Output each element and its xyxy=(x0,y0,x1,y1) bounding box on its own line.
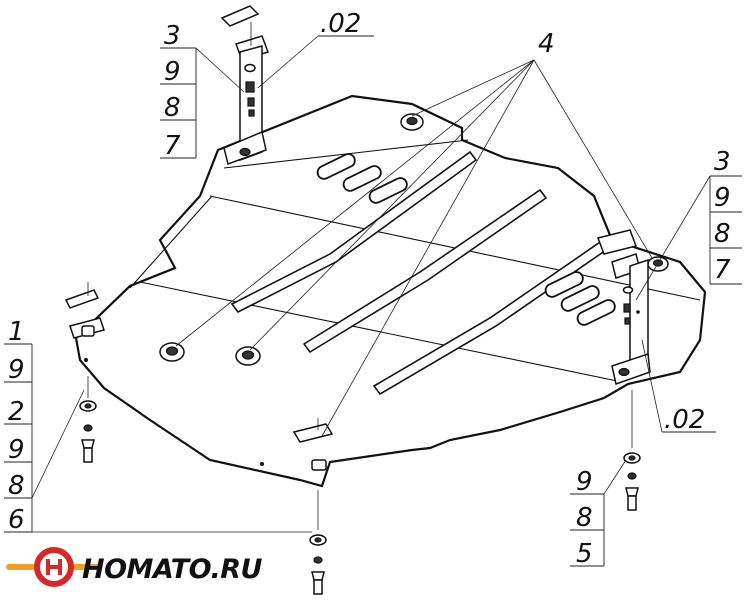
part-label: 8 xyxy=(164,93,181,123)
stiffening-ribs xyxy=(230,150,614,396)
part-label: 3 xyxy=(714,147,731,177)
part-label: 5 xyxy=(576,539,593,569)
part-label: 9 xyxy=(8,355,25,385)
left-label-stack: 1 9 2 9 8 6 xyxy=(8,317,25,535)
part-label-02-right: .02 xyxy=(664,405,705,435)
leader-lines xyxy=(4,35,742,567)
part-label-4: 4 xyxy=(538,29,555,59)
top-bracket xyxy=(220,5,269,165)
bend-line xyxy=(129,195,213,289)
vent-slots-right xyxy=(544,271,616,326)
part-label: 6 xyxy=(8,505,25,535)
part-label: 9 xyxy=(8,435,25,465)
part-label: 8 xyxy=(576,503,593,533)
top-left-label-stack: 3 9 8 7 xyxy=(164,21,181,161)
right-label-stack: 3 9 8 7 xyxy=(714,147,731,285)
part-label: 8 xyxy=(714,219,731,249)
vent-slots-left xyxy=(316,153,408,204)
part-label: 1 xyxy=(8,317,25,347)
part-label: 7 xyxy=(714,255,731,285)
bottom-right-label-stack: 9 8 5 xyxy=(576,467,593,569)
part-label: 9 xyxy=(164,57,181,87)
mounting-bosses xyxy=(84,113,669,466)
part-label: 8 xyxy=(8,471,25,501)
skid-plate xyxy=(74,94,707,488)
part-label: 9 xyxy=(714,183,731,213)
brand-name: HOMATO.RU xyxy=(82,554,263,585)
left-clip xyxy=(64,282,105,463)
bottom-clip xyxy=(292,418,334,595)
right-hardware xyxy=(623,390,641,511)
brand-logo[interactable]: HOMATO.RU xyxy=(6,547,263,587)
part-label: 3 xyxy=(164,21,181,51)
part-label: 9 xyxy=(576,467,593,497)
part-label: 2 xyxy=(8,397,25,427)
part-label: 7 xyxy=(164,131,181,161)
part-label-02-top: .02 xyxy=(320,9,361,39)
brand-emblem-icon xyxy=(6,547,102,587)
